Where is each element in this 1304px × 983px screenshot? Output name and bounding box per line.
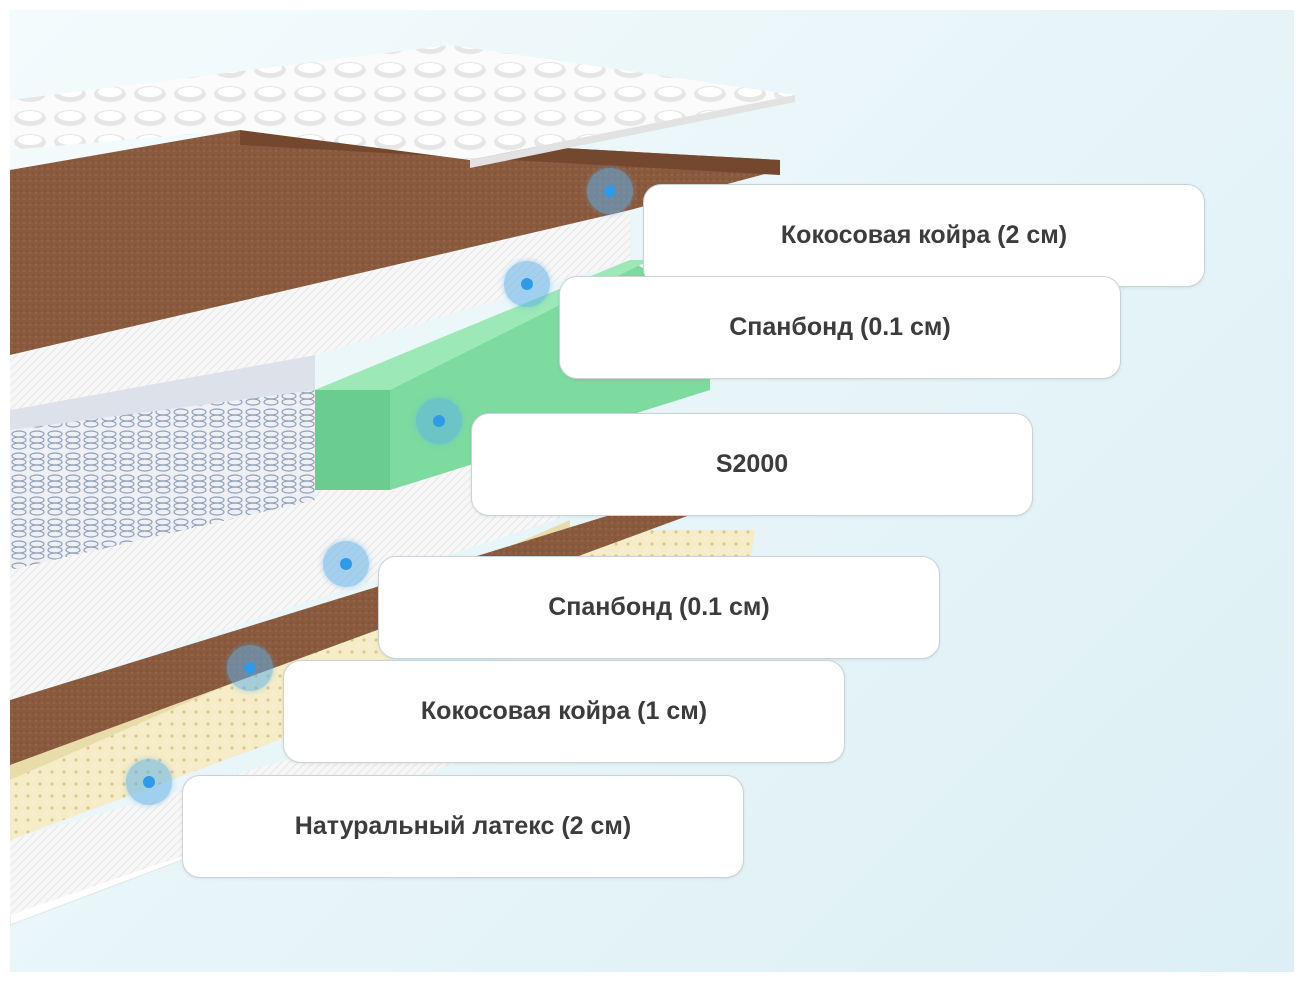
layer-callout-spunbond-bottom: Спанбонд (0.1 см) <box>378 556 940 659</box>
layer-label: Спанбонд (0.1 см) <box>548 593 770 621</box>
layer-marker-1[interactable] <box>587 168 633 214</box>
layer-callout-coconut-2cm: Кокосовая койра (2 см) <box>643 184 1205 287</box>
layer-label: Кокосовая койра (2 см) <box>780 221 1068 249</box>
layer-label: Спанбонд (0.1 см) <box>729 313 951 341</box>
layer-marker-2[interactable] <box>504 261 550 307</box>
layer-label: Натуральный латекс (2 см) <box>294 812 632 840</box>
layer-marker-3[interactable] <box>416 398 462 444</box>
layer-callout-coconut-1cm: Кокосовая койра (1 см) <box>283 660 845 763</box>
layer-callout-latex: Натуральный латекс (2 см) <box>182 775 744 878</box>
layer-label: Кокосовая койра (1 см) <box>420 697 708 725</box>
layer-marker-6[interactable] <box>126 759 172 805</box>
layer-marker-4[interactable] <box>323 541 369 587</box>
layer-callout-s2000: S2000 <box>471 413 1033 516</box>
layer-callout-spunbond-top: Спанбонд (0.1 см) <box>559 276 1121 379</box>
layer-marker-5[interactable] <box>227 645 273 691</box>
mattress-layers-diagram: Кокосовая койра (2 см) Спанбонд (0.1 см)… <box>10 10 1294 972</box>
layer-label: S2000 <box>715 450 789 478</box>
